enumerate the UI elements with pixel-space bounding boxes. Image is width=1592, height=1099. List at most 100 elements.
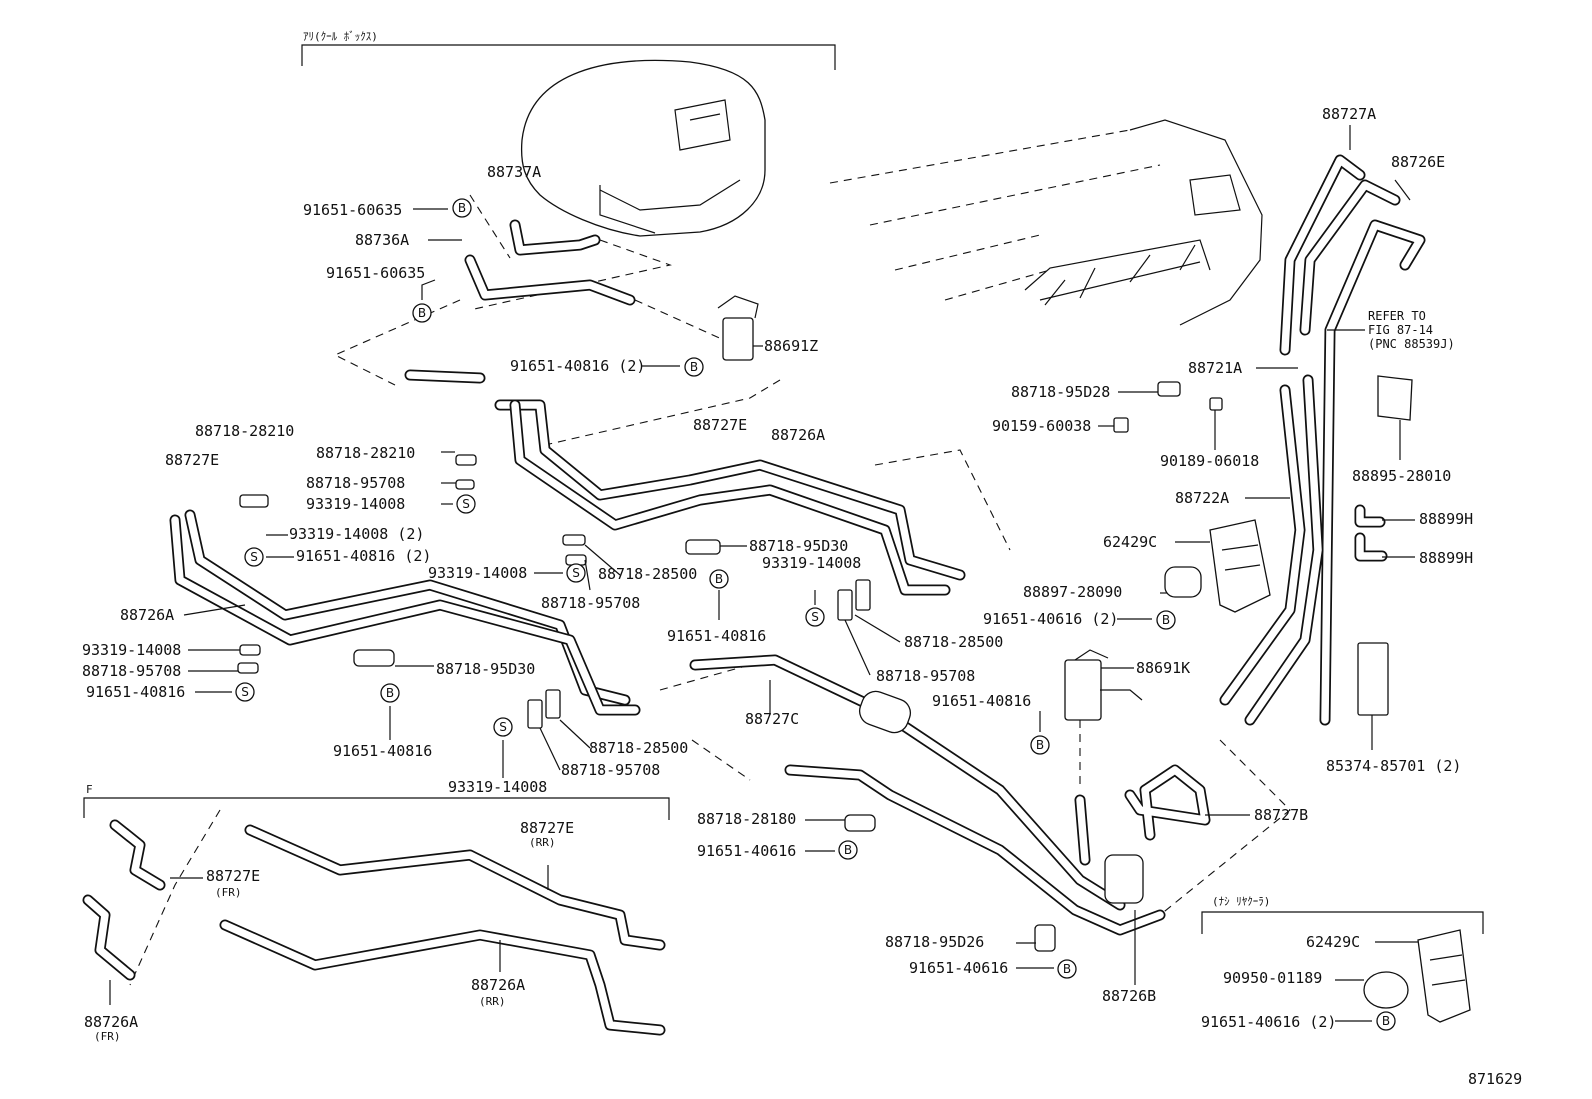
part-number-label: 93319-14008	[448, 778, 547, 796]
position-label: (FR)	[94, 1030, 121, 1043]
part-number-label: 88737A	[487, 163, 541, 181]
part-number-label: 88895-28010	[1352, 467, 1451, 485]
part-number-label: 88721A	[1188, 359, 1242, 377]
symbol-letter: B	[386, 686, 394, 700]
screw-symbol: S	[244, 547, 264, 567]
no-rear-cooler-header: (ﾅｼ ﾘﾔｸｰﾗ)	[1212, 895, 1270, 908]
screw-symbol: S	[566, 563, 586, 583]
part-number-label: 88691K	[1136, 659, 1190, 677]
section-f-bracket: F	[83, 783, 670, 820]
part-number-label: 93319-14008	[82, 641, 181, 659]
part-number-label: 91651-60635	[326, 264, 425, 282]
symbol-letter: B	[1063, 962, 1071, 976]
symbol-letter: S	[241, 685, 249, 699]
part-number-label: 88718-28180	[697, 810, 796, 828]
part-number-label: 88718-95708	[541, 594, 640, 612]
part-number-label: 88726A	[771, 426, 825, 444]
symbol-letter: S	[572, 566, 580, 580]
part-number-label: 88722A	[1175, 489, 1229, 507]
screw-symbol: S	[805, 607, 825, 627]
part-number-label: 88726A	[84, 1013, 138, 1031]
part-number-label: 88727E	[693, 416, 747, 434]
cool-box-header: ｱﾘ(ｸｰﾙ ﾎﾞｯｸｽ)	[303, 30, 378, 43]
part-number-label: 88718-95708	[306, 474, 405, 492]
bolt-symbol: B	[412, 303, 432, 323]
part-number-label: 90950-01189	[1223, 969, 1322, 987]
part-number-label: 91651-40816	[333, 742, 432, 760]
part-number-label: 88897-28090	[1023, 583, 1122, 601]
symbol-letter: B	[690, 360, 698, 374]
bolt-symbol: B	[1376, 1011, 1396, 1031]
part-number-label: 62429C	[1103, 533, 1157, 551]
part-number-label: 88718-28210	[195, 422, 294, 440]
part-number-label: 88718-95D30	[436, 660, 535, 678]
pipe-assemblies	[82, 154, 1426, 1036]
components	[237, 295, 1471, 1023]
symbol-letter: B	[715, 572, 723, 586]
part-number-label: 88727E	[520, 819, 574, 837]
bolt-symbol: B	[1057, 959, 1077, 979]
no-rear-cooler-bracket: (ﾅｼ ﾘﾔｸｰﾗ)	[1201, 895, 1484, 934]
part-number-label: 88718-28500	[598, 565, 697, 583]
part-labels: 88737A91651-6063588736A91651-6063591651-…	[82, 105, 1473, 1031]
cool-box-bracket: ｱﾘ(ｸｰﾙ ﾎﾞｯｸｽ)	[301, 30, 836, 70]
part-number-label: 88718-28210	[316, 444, 415, 462]
figure-id: 871629	[1468, 1070, 1522, 1088]
vehicle-body-outline	[829, 119, 1263, 326]
part-number-label: 88727C	[745, 710, 799, 728]
part-number-label: 88726A	[120, 606, 174, 624]
part-number-label: 88727A	[1322, 105, 1376, 123]
reference-line-1: REFER TO	[1368, 309, 1426, 323]
part-number-label: 88718-95D28	[1011, 383, 1110, 401]
part-number-label: 93319-14008	[306, 495, 405, 513]
part-number-label: 88718-95D26	[885, 933, 984, 951]
fastener-symbols: B B B S S S B S S B S B B B B B	[235, 198, 1396, 1031]
symbol-letter: S	[811, 610, 819, 624]
part-number-label: 88718-95708	[82, 662, 181, 680]
part-number-label: 88727E	[165, 451, 219, 469]
symbol-letter: B	[458, 201, 466, 215]
bolt-symbol: B	[838, 840, 858, 860]
bolt-symbol: B	[1156, 610, 1176, 630]
bolt-symbol: B	[709, 569, 729, 589]
reference-line-2: FIG 87-14	[1368, 323, 1433, 337]
cool-box	[520, 59, 766, 237]
part-number-label: 88899H	[1419, 549, 1473, 567]
part-number-label: 91651-40616	[909, 959, 1008, 977]
bolt-symbol: B	[684, 357, 704, 377]
position-label: (RR)	[529, 836, 556, 849]
part-number-label: 88718-95708	[876, 667, 975, 685]
symbol-letter: B	[418, 306, 426, 320]
part-number-label: 91651-40616 (2)	[983, 610, 1118, 628]
part-number-label: 93319-14008 (2)	[289, 525, 424, 543]
part-number-label: 91651-40616 (2)	[1201, 1013, 1336, 1031]
part-number-label: 90189-06018	[1160, 452, 1259, 470]
symbol-letter: S	[499, 720, 507, 734]
part-number-label: 88691Z	[764, 337, 818, 355]
part-number-label: 88718-95D30	[749, 537, 848, 555]
part-number-label: 88726E	[1391, 153, 1445, 171]
part-number-label: 88726A	[471, 976, 525, 994]
part-number-label: 93319-14008	[428, 564, 527, 582]
symbol-letter: S	[462, 497, 470, 511]
part-number-label: 91651-40816 (2)	[510, 357, 645, 375]
part-number-label: 91651-40616	[697, 842, 796, 860]
part-number-label: 90159-60038	[992, 417, 1091, 435]
screw-symbol: S	[235, 682, 255, 702]
part-number-label: 91651-40816	[932, 692, 1031, 710]
position-label: (FR)	[215, 886, 242, 899]
part-number-label: 88736A	[355, 231, 409, 249]
symbol-letter: B	[1036, 738, 1044, 752]
part-number-label: 62429C	[1306, 933, 1360, 951]
bolt-symbol: B	[452, 198, 472, 218]
symbol-letter: B	[1382, 1014, 1390, 1028]
position-labels: (RR)(FR)(RR)(FR)	[94, 836, 556, 1043]
bolt-symbol: B	[1030, 735, 1050, 755]
part-number-label: 88727B	[1254, 806, 1308, 824]
bolt-symbol: B	[380, 683, 400, 703]
part-number-label: 85374-85701 (2)	[1326, 757, 1461, 775]
reference-line-3: (PNC 88539J)	[1368, 337, 1455, 351]
screw-symbol: S	[493, 717, 513, 737]
